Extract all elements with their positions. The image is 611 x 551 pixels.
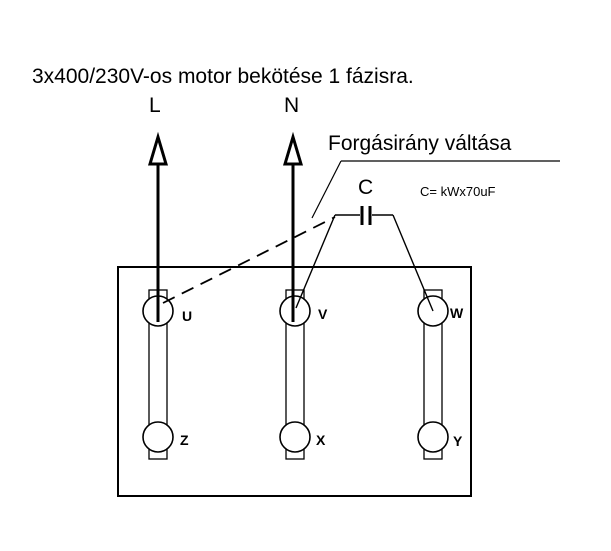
direction-change-note: Forgásirány váltása <box>328 132 512 155</box>
terminal-bar-W-Y <box>423 289 443 460</box>
line-label-L: L <box>149 94 161 117</box>
note-leader-line <box>311 160 342 219</box>
terminal-bar-V-X <box>285 289 305 460</box>
capacitor-wire-to-V <box>295 214 336 309</box>
terminal-Z <box>142 421 174 453</box>
capacitor-wire-to-W <box>392 214 434 312</box>
diagram-title: 3x400/230V-os motor bekötése 1 fázisra. <box>32 65 414 88</box>
terminal-label-V: V <box>318 306 328 322</box>
neutral-N-arrowhead <box>282 131 304 166</box>
capacitor-formula: C= kWx70uF <box>420 184 496 199</box>
terminal-V <box>279 295 311 327</box>
reverse-direction-dashed-wire <box>162 216 336 304</box>
terminal-label-U: U <box>182 308 192 324</box>
neutral-label-N: N <box>284 94 299 117</box>
line-L-arrowhead <box>147 131 169 166</box>
terminal-label-Z: Z <box>180 432 189 448</box>
terminal-X <box>279 421 311 453</box>
terminal-label-Y: Y <box>453 433 463 449</box>
terminal-label-W: W <box>450 305 464 321</box>
terminal-Y <box>417 421 449 453</box>
terminal-label-X: X <box>316 432 326 448</box>
capacitor-label: C <box>358 176 373 199</box>
